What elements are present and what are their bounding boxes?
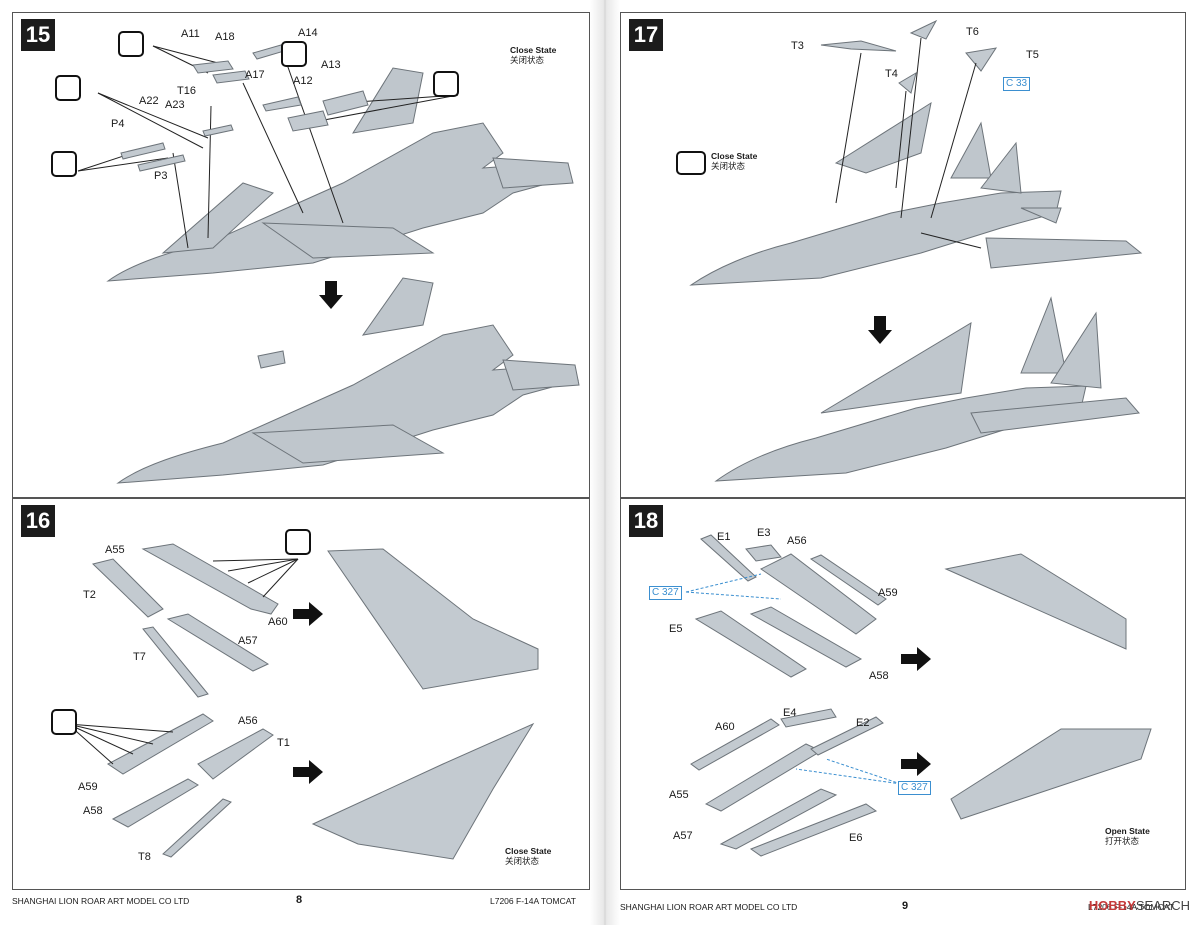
paint-ref-badge: C 327 <box>649 586 682 600</box>
down-arrow-icon <box>319 281 343 309</box>
footer-company: SHANGHAI LION ROAR ART MODEL CO LTD <box>620 902 798 912</box>
wing-assembled-lower <box>311 722 535 860</box>
page-number: 9 <box>902 900 909 912</box>
part-label: A57 <box>673 830 693 842</box>
part-label: A58 <box>869 670 889 682</box>
wing-assembled-upper <box>327 548 539 690</box>
flap-parts-lower <box>690 708 884 857</box>
step-number: 15 <box>21 19 55 51</box>
part-label: A60 <box>268 616 288 628</box>
footer-product: L7206 F-14A TOMCAT <box>1088 902 1174 912</box>
step-number: 18 <box>629 505 663 537</box>
part-label: T2 <box>83 589 96 601</box>
aircraft-upper <box>689 101 1143 286</box>
part-label: A56 <box>787 535 807 547</box>
part-label: A13 <box>321 59 341 71</box>
part-label: T6 <box>966 26 979 38</box>
part-label: A55 <box>669 789 689 801</box>
part-label: A23 <box>165 99 185 111</box>
part-label: A56 <box>238 715 258 727</box>
part-label: T3 <box>791 40 804 52</box>
part-label: A14 <box>298 27 318 39</box>
step-18-drawing <box>685 534 1152 857</box>
cut-part-icon <box>433 71 459 97</box>
part-label: P4 <box>111 118 125 130</box>
cut-part-icon <box>118 31 144 57</box>
cut-part-icon <box>281 41 307 67</box>
wing-parts-lower <box>107 713 274 858</box>
part-label: T16 <box>177 85 196 97</box>
flap-assembled-upper <box>944 553 1127 650</box>
paint-ref-lines <box>685 573 902 785</box>
cut-part-icon <box>51 151 77 177</box>
part-label: A55 <box>105 544 125 556</box>
part-label: E3 <box>757 527 771 539</box>
part-label: E1 <box>717 531 731 543</box>
part-label: A11 <box>181 28 200 40</box>
footer-company: SHANGHAI LION ROAR ART MODEL CO LTD <box>12 896 190 906</box>
cut-part-icon <box>285 529 311 555</box>
cut-part-icon <box>55 75 81 101</box>
part-label: T8 <box>138 851 151 863</box>
part-label: E5 <box>669 623 683 635</box>
small-parts <box>120 42 369 172</box>
part-label: A17 <box>245 69 265 81</box>
part-label: A57 <box>238 635 258 647</box>
part-label: T7 <box>133 651 146 663</box>
step-17-drawing <box>689 19 1143 482</box>
part-label: T4 <box>885 68 898 80</box>
part-label: A22 <box>139 95 159 107</box>
swing-wing-icon <box>676 151 706 175</box>
step-15-drawing <box>77 42 580 484</box>
right-arrow-icon <box>293 602 323 626</box>
small-parts <box>820 19 998 94</box>
aircraft-lower <box>116 277 580 484</box>
part-label: E4 <box>783 707 797 719</box>
step-16-drawing <box>67 543 539 860</box>
leader-lines <box>835 37 982 249</box>
part-label: E2 <box>856 717 870 729</box>
paint-ref-badge: C 327 <box>898 781 931 795</box>
down-arrow-icon <box>868 316 892 344</box>
part-label: T1 <box>277 737 290 749</box>
part-label: P3 <box>154 170 168 182</box>
page-number: 8 <box>296 894 303 906</box>
right-arrow-icon <box>901 647 931 671</box>
watermark-logo: HOBBYSEARCH <box>1088 898 1190 913</box>
part-label: A60 <box>715 721 735 733</box>
part-label: A59 <box>78 781 98 793</box>
step-number: 16 <box>21 505 55 537</box>
paint-ref-badge: C 33 <box>1003 77 1031 91</box>
right-arrow-icon <box>901 752 931 776</box>
part-label: E6 <box>849 832 863 844</box>
flap-parts-upper <box>694 534 887 678</box>
right-arrow-icon <box>293 760 323 784</box>
cut-part-icon <box>51 709 77 735</box>
step-number: 17 <box>629 19 663 51</box>
part-label: T5 <box>1026 49 1039 61</box>
part-label: A59 <box>878 587 898 599</box>
aircraft-lower <box>714 296 1140 482</box>
part-label: A58 <box>83 805 103 817</box>
aircraft-upper <box>106 67 574 282</box>
part-label: A18 <box>215 31 235 43</box>
flap-assembled-lower <box>950 728 1152 820</box>
wing-parts-upper <box>92 543 279 698</box>
footer-product: L7206 F-14A TOMCAT <box>490 896 576 906</box>
book-gutter <box>590 0 620 925</box>
part-label: A12 <box>293 75 313 87</box>
